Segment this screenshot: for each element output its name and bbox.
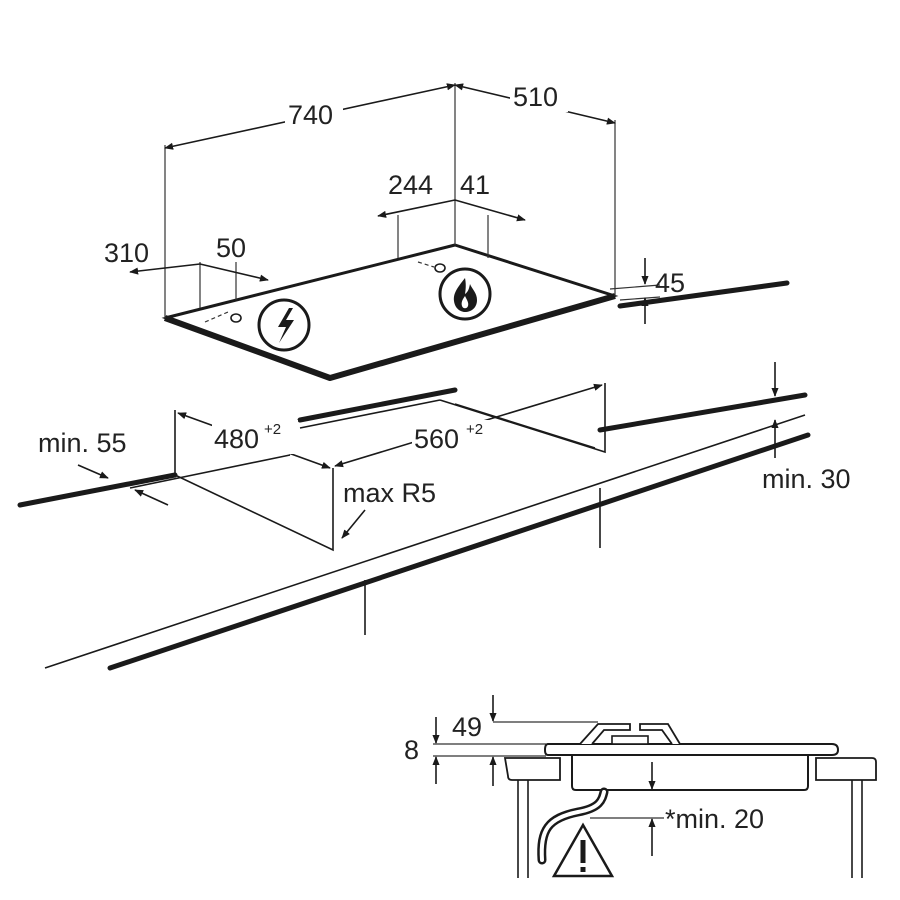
section-burner xyxy=(611,735,649,745)
dim-310-line xyxy=(129,263,201,275)
hob-drawing: 740 510 244 41 310 50 xyxy=(104,80,790,381)
dim-244-label: 244 xyxy=(388,170,433,200)
dim-244-41-line xyxy=(377,199,456,218)
dim-480-label-bg xyxy=(212,420,298,454)
dim-560-label-bg xyxy=(412,420,498,454)
section-gas-pipe-inner xyxy=(539,790,606,862)
worktop-front-edge-2 xyxy=(107,432,811,671)
dim-max-r5-label: max R5 xyxy=(343,478,436,508)
dim-min20-label: *min. 20 xyxy=(665,804,764,834)
dim-41-label: 41 xyxy=(460,170,490,200)
hob-left-edge xyxy=(164,243,456,320)
dim-min55-arrow-1 xyxy=(77,464,109,479)
worktop-back-edge-right xyxy=(597,392,808,433)
dim-310-label: 310 xyxy=(104,238,149,268)
dim-740-label: 740 xyxy=(288,100,333,130)
worktop-drawing: 480 +2 560 +2 min. 55 max R5 min. 30 xyxy=(17,362,851,671)
section-worktop-left xyxy=(503,757,561,781)
dim-min30-label: min. 30 xyxy=(762,464,851,494)
dim-510-label-bg xyxy=(510,80,568,112)
dim-510-label: 510 xyxy=(513,82,558,112)
dim-560-tolerance: +2 xyxy=(466,421,483,438)
dim-45-label: 45 xyxy=(655,268,685,298)
section-view: 49 8 *min. 20 xyxy=(404,695,877,878)
gas-connection-icon xyxy=(438,267,492,321)
section-worktop-right xyxy=(815,757,877,781)
dim-41-line xyxy=(454,199,526,222)
dim-45-ext-top xyxy=(609,284,661,290)
dim-49-label: 49 xyxy=(452,712,482,742)
worktop-back-edge-top xyxy=(297,387,458,423)
dim-50-label: 50 xyxy=(216,233,246,263)
dim-560-label: 560 xyxy=(414,424,459,454)
worktop-back-line xyxy=(617,280,790,309)
dim-45-ext-bottom xyxy=(619,296,661,301)
worktop-back-edge-left xyxy=(17,472,178,508)
electric-connection-point xyxy=(230,313,242,323)
dim-50-line xyxy=(199,263,269,282)
hob-front-edge xyxy=(163,293,616,381)
warning-triangle-icon xyxy=(551,822,615,878)
hob-back-edge xyxy=(454,243,616,298)
dim-480-label: 480 xyxy=(214,424,259,454)
dim-740-label-bg xyxy=(285,96,343,128)
worktop-mid-line xyxy=(129,454,291,489)
dim-min55-arrow-2 xyxy=(134,489,169,506)
section-hob-plate xyxy=(543,743,840,756)
dim-8-label: 8 xyxy=(404,735,419,765)
section-pan-support xyxy=(579,723,631,745)
cutout-outline xyxy=(174,410,334,552)
gas-connection-point xyxy=(434,263,446,273)
dim-480-tolerance: +2 xyxy=(264,421,281,438)
dim-min55-label: min. 55 xyxy=(38,428,127,458)
section-pan-support-right xyxy=(639,723,681,745)
electric-connection-icon xyxy=(257,298,311,352)
section-hob-body xyxy=(571,755,809,791)
worktop-front-edge-1 xyxy=(44,414,806,669)
dim-max-r5-arrow xyxy=(341,509,366,539)
gas-connection-dash xyxy=(417,261,435,268)
